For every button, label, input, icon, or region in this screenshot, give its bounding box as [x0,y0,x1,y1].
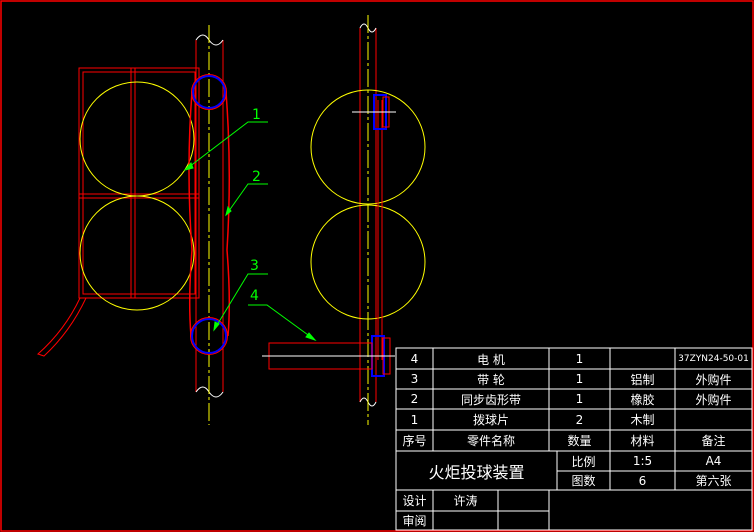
callout-1: 1 [252,107,261,123]
arrow-3 [213,321,220,332]
arrow-4 [305,332,317,342]
leader-1 [184,121,268,171]
callouts: 1 2 3 4 [183,107,317,342]
ball-upper [79,81,195,197]
leader-3 [213,273,268,331]
pulley-bottom-ring [190,317,228,355]
arrow-1 [183,162,194,171]
side-ball-lower [310,204,426,320]
rack-frame-outer [78,67,200,299]
ball-lower [79,195,195,311]
side-view [262,15,426,425]
timing-belt [188,91,231,337]
leader-4 [248,304,316,341]
pulley-top [192,75,226,109]
rack-frame-inner [82,71,196,295]
title-block-grid [395,347,753,531]
side-ball-upper [310,89,426,205]
callout-4: 4 [250,288,259,304]
callout-2: 2 [252,169,261,185]
front-view [37,25,231,425]
leader-2 [225,183,268,216]
pulley-bottom [191,318,227,354]
ball-ramp [37,297,87,357]
callout-3: 3 [250,258,259,274]
pulley-top-ring [191,74,227,110]
arrow-2 [225,205,232,217]
